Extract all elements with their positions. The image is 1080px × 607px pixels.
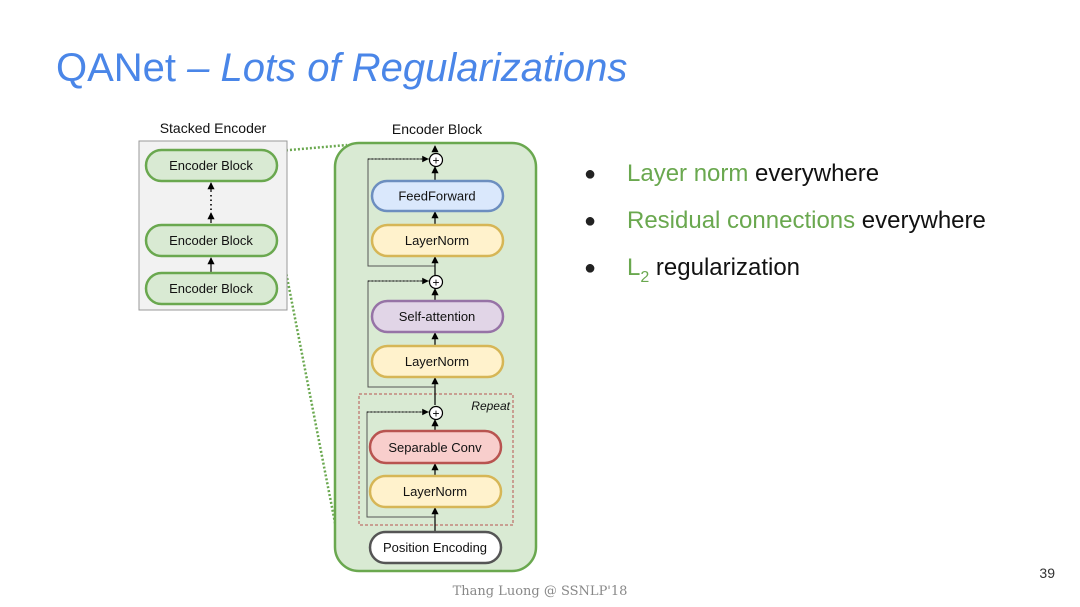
plus-node-top-label: + — [432, 154, 439, 168]
bullet-item: ● L2 regularization — [584, 250, 1064, 297]
bullet-2-highlight: Residual connections — [627, 207, 856, 234]
layernorm-bottom-label: LayerNorm — [403, 484, 467, 499]
layernorm-top-label: LayerNorm — [405, 233, 469, 248]
zoom-line-top — [277, 143, 348, 153]
plus-node-top — [428, 152, 444, 168]
encoder-block-title: Encoder Block — [392, 121, 483, 137]
bullet-dot-icon: ● — [584, 163, 597, 185]
bullet-item: ● Residual connections everywhere — [584, 203, 1064, 250]
title-main: QANet — [56, 46, 177, 90]
bullet-dot-icon: ● — [584, 257, 597, 279]
bullet-1-rest: everywhere — [748, 160, 880, 187]
bullet-dot-icon: ● — [584, 210, 597, 232]
repeat-label: Repeat — [471, 399, 510, 413]
stacked-block-2-shape — [144, 223, 279, 258]
stacked-block-1: Encoder Block — [169, 158, 253, 173]
bullet-2-rest: everywhere — [855, 207, 986, 234]
bullet-item: ● Layer norm everywhere — [584, 156, 1064, 203]
title-italic: Lots of Regularizations — [220, 46, 628, 90]
slide-title: QANet – Lots of Regularizations — [56, 44, 627, 92]
repeat-frame — [358, 393, 514, 526]
layernorm-mid-shape — [370, 344, 505, 379]
layernorm-top-shape — [370, 223, 505, 258]
residual-frame-mid — [367, 280, 435, 388]
bullet-3-subscript: 2 — [640, 269, 650, 286]
bullet-3-highlight: L — [627, 254, 641, 281]
bullet-1-highlight: Layer norm — [627, 160, 749, 187]
footer-credit: Thang Luong @ SSNLP'18 — [452, 584, 628, 599]
plus-node-bottom — [428, 405, 444, 421]
stacked-block-3: Encoder Block — [169, 281, 253, 296]
page-number: 39 — [1039, 565, 1055, 581]
plus-node-bottom-label: + — [432, 407, 439, 421]
layernorm-mid-label: LayerNorm — [405, 354, 469, 369]
self-attention-shape — [370, 299, 505, 334]
position-encoding-shape — [368, 530, 503, 565]
residual-frame-top — [367, 158, 435, 267]
position-encoding-label: Position Encoding — [383, 540, 487, 555]
plus-node-mid-label: + — [432, 276, 439, 290]
stacked-encoder-title: Stacked Encoder — [160, 120, 267, 136]
stacked-block-1-shape — [144, 148, 279, 183]
separable-conv-shape — [368, 429, 503, 465]
self-attention-label: Self-attention — [399, 309, 476, 324]
title-dash: – — [176, 46, 221, 90]
stacked-block-2: Encoder Block — [169, 233, 253, 248]
layernorm-bottom-shape — [368, 474, 503, 509]
plus-node-mid — [428, 274, 444, 290]
bullet-3-rest: regularization — [649, 254, 801, 281]
separable-conv-label: Separable Conv — [388, 440, 482, 455]
feedforward-label: FeedForward — [398, 189, 475, 204]
residual-frame-bottom — [366, 411, 435, 518]
feedforward-shape — [370, 179, 505, 213]
stacked-block-3-shape — [144, 271, 279, 306]
bullet-list: ● Layer norm everywhere ● Residual conne… — [584, 156, 1064, 297]
